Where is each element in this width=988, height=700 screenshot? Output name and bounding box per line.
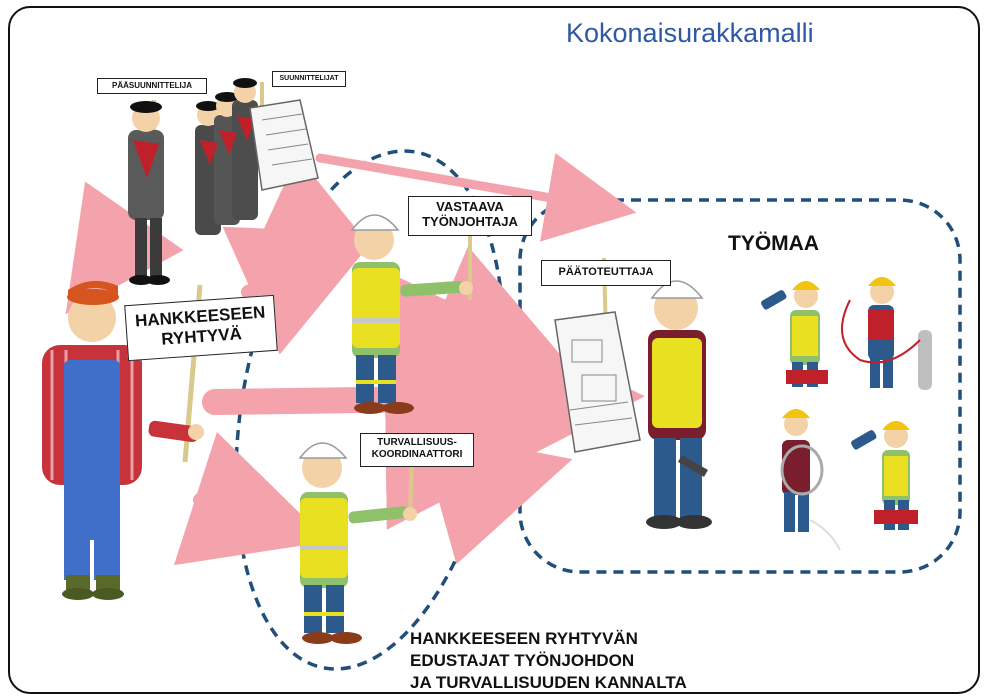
responsible-supervisor-figure bbox=[350, 214, 473, 414]
worker-rope-bottom bbox=[780, 409, 841, 551]
arrow-coordinator-to-worksite bbox=[418, 429, 573, 565]
sign-supervisor-line1: VASTAAVA bbox=[436, 199, 504, 214]
sign-responsible-supervisor: VASTAAVA TYÖNJOHTAJA bbox=[408, 196, 532, 236]
worker-welder-top bbox=[841, 277, 932, 390]
safety-coordinator-figure bbox=[298, 442, 417, 644]
sign-chief-designer: PÄÄSUUNNITTELIJA bbox=[97, 78, 207, 94]
sign-supervisor-line2: TYÖNJOHTAJA bbox=[422, 213, 518, 229]
sign-main-contractor: PÄÄTOTEUTTAJA bbox=[541, 260, 671, 286]
designers-group bbox=[128, 78, 319, 285]
sign-designers-label: SUUNNITTELIJAT bbox=[279, 75, 339, 82]
arrow-supervisor-to-worksite bbox=[413, 246, 570, 376]
client-figure bbox=[42, 280, 204, 600]
arrow-client-to-coordinator bbox=[173, 431, 329, 566]
caption: HANKKEESEEN RYHTYVÄN EDUSTAJAT TYÖNJOHDO… bbox=[410, 628, 687, 694]
arrow-client-to-supervisor bbox=[222, 226, 379, 355]
caption-line3: JA TURVALLISUUDEN KANNALTA bbox=[410, 673, 687, 692]
worker-drill-top bbox=[761, 281, 828, 387]
sign-designers: SUUNNITTELIJAT bbox=[272, 71, 346, 87]
worksite-label: TYÖMAA bbox=[728, 232, 819, 255]
worker-drill-bottom bbox=[851, 421, 918, 530]
main-contractor-figure bbox=[554, 257, 712, 529]
arrow-designers-to-client bbox=[65, 181, 184, 315]
plans-paper-icon bbox=[249, 99, 319, 191]
designer-figure bbox=[195, 78, 258, 235]
blueprint-icon bbox=[554, 311, 641, 453]
sign-safety-coordinator: TURVALLISUUS- KOORDINAATTORI bbox=[360, 433, 474, 467]
page-title: Kokonaisurakkamalli bbox=[566, 18, 814, 48]
arrow-designers-to-supervisor bbox=[255, 155, 368, 247]
caption-line1: HANKKEESEEN RYHTYVÄN bbox=[410, 629, 638, 648]
sign-coordinator-line1: TURVALLISUUS- bbox=[377, 437, 457, 448]
sign-main-contractor-label: PÄÄTOTEUTTAJA bbox=[558, 266, 654, 278]
chief-designer-figure bbox=[128, 101, 170, 285]
caption-line2: EDUSTAJAT TYÖNJOHDON bbox=[410, 651, 635, 670]
sign-coordinator-line2: KOORDINAATTORI bbox=[371, 448, 463, 460]
sign-chief-designer-label: PÄÄSUUNNITTELIJA bbox=[111, 81, 192, 90]
sign-client: HANKKEESEEN RYHTYVÄ bbox=[124, 294, 278, 362]
